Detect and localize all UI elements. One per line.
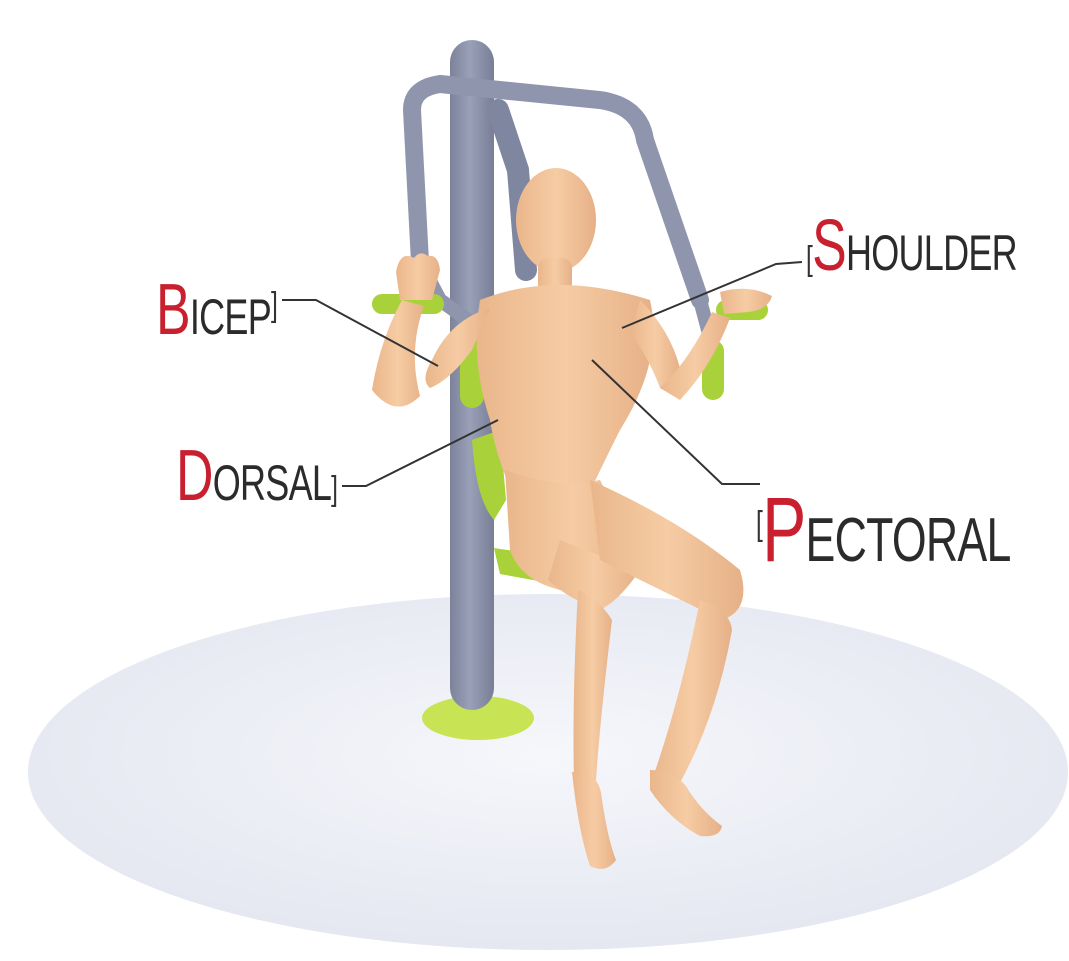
pectoral-text: ECTORAL [806, 506, 1011, 575]
dorsal-initial: D [176, 436, 213, 516]
shoulder-text: HOULDER [846, 225, 1017, 281]
bicep-text: ICEP [190, 289, 271, 345]
bicep-bracket: ] [271, 286, 277, 324]
dorsal-text: ORSAL [213, 455, 331, 511]
dorsal-label: DORSAL] [176, 440, 337, 512]
pectoral-initial: P [762, 479, 805, 581]
bicep-label: BICEP] [156, 274, 277, 346]
pectoral-label: [PECTORAL [756, 484, 1011, 576]
shoulder-initial: S [812, 206, 846, 286]
bicep-initial: B [156, 270, 190, 350]
dorsal-bracket: ] [331, 470, 337, 508]
ground-disc [28, 594, 1068, 950]
shoulder-label: [SHOULDER [806, 210, 1017, 282]
